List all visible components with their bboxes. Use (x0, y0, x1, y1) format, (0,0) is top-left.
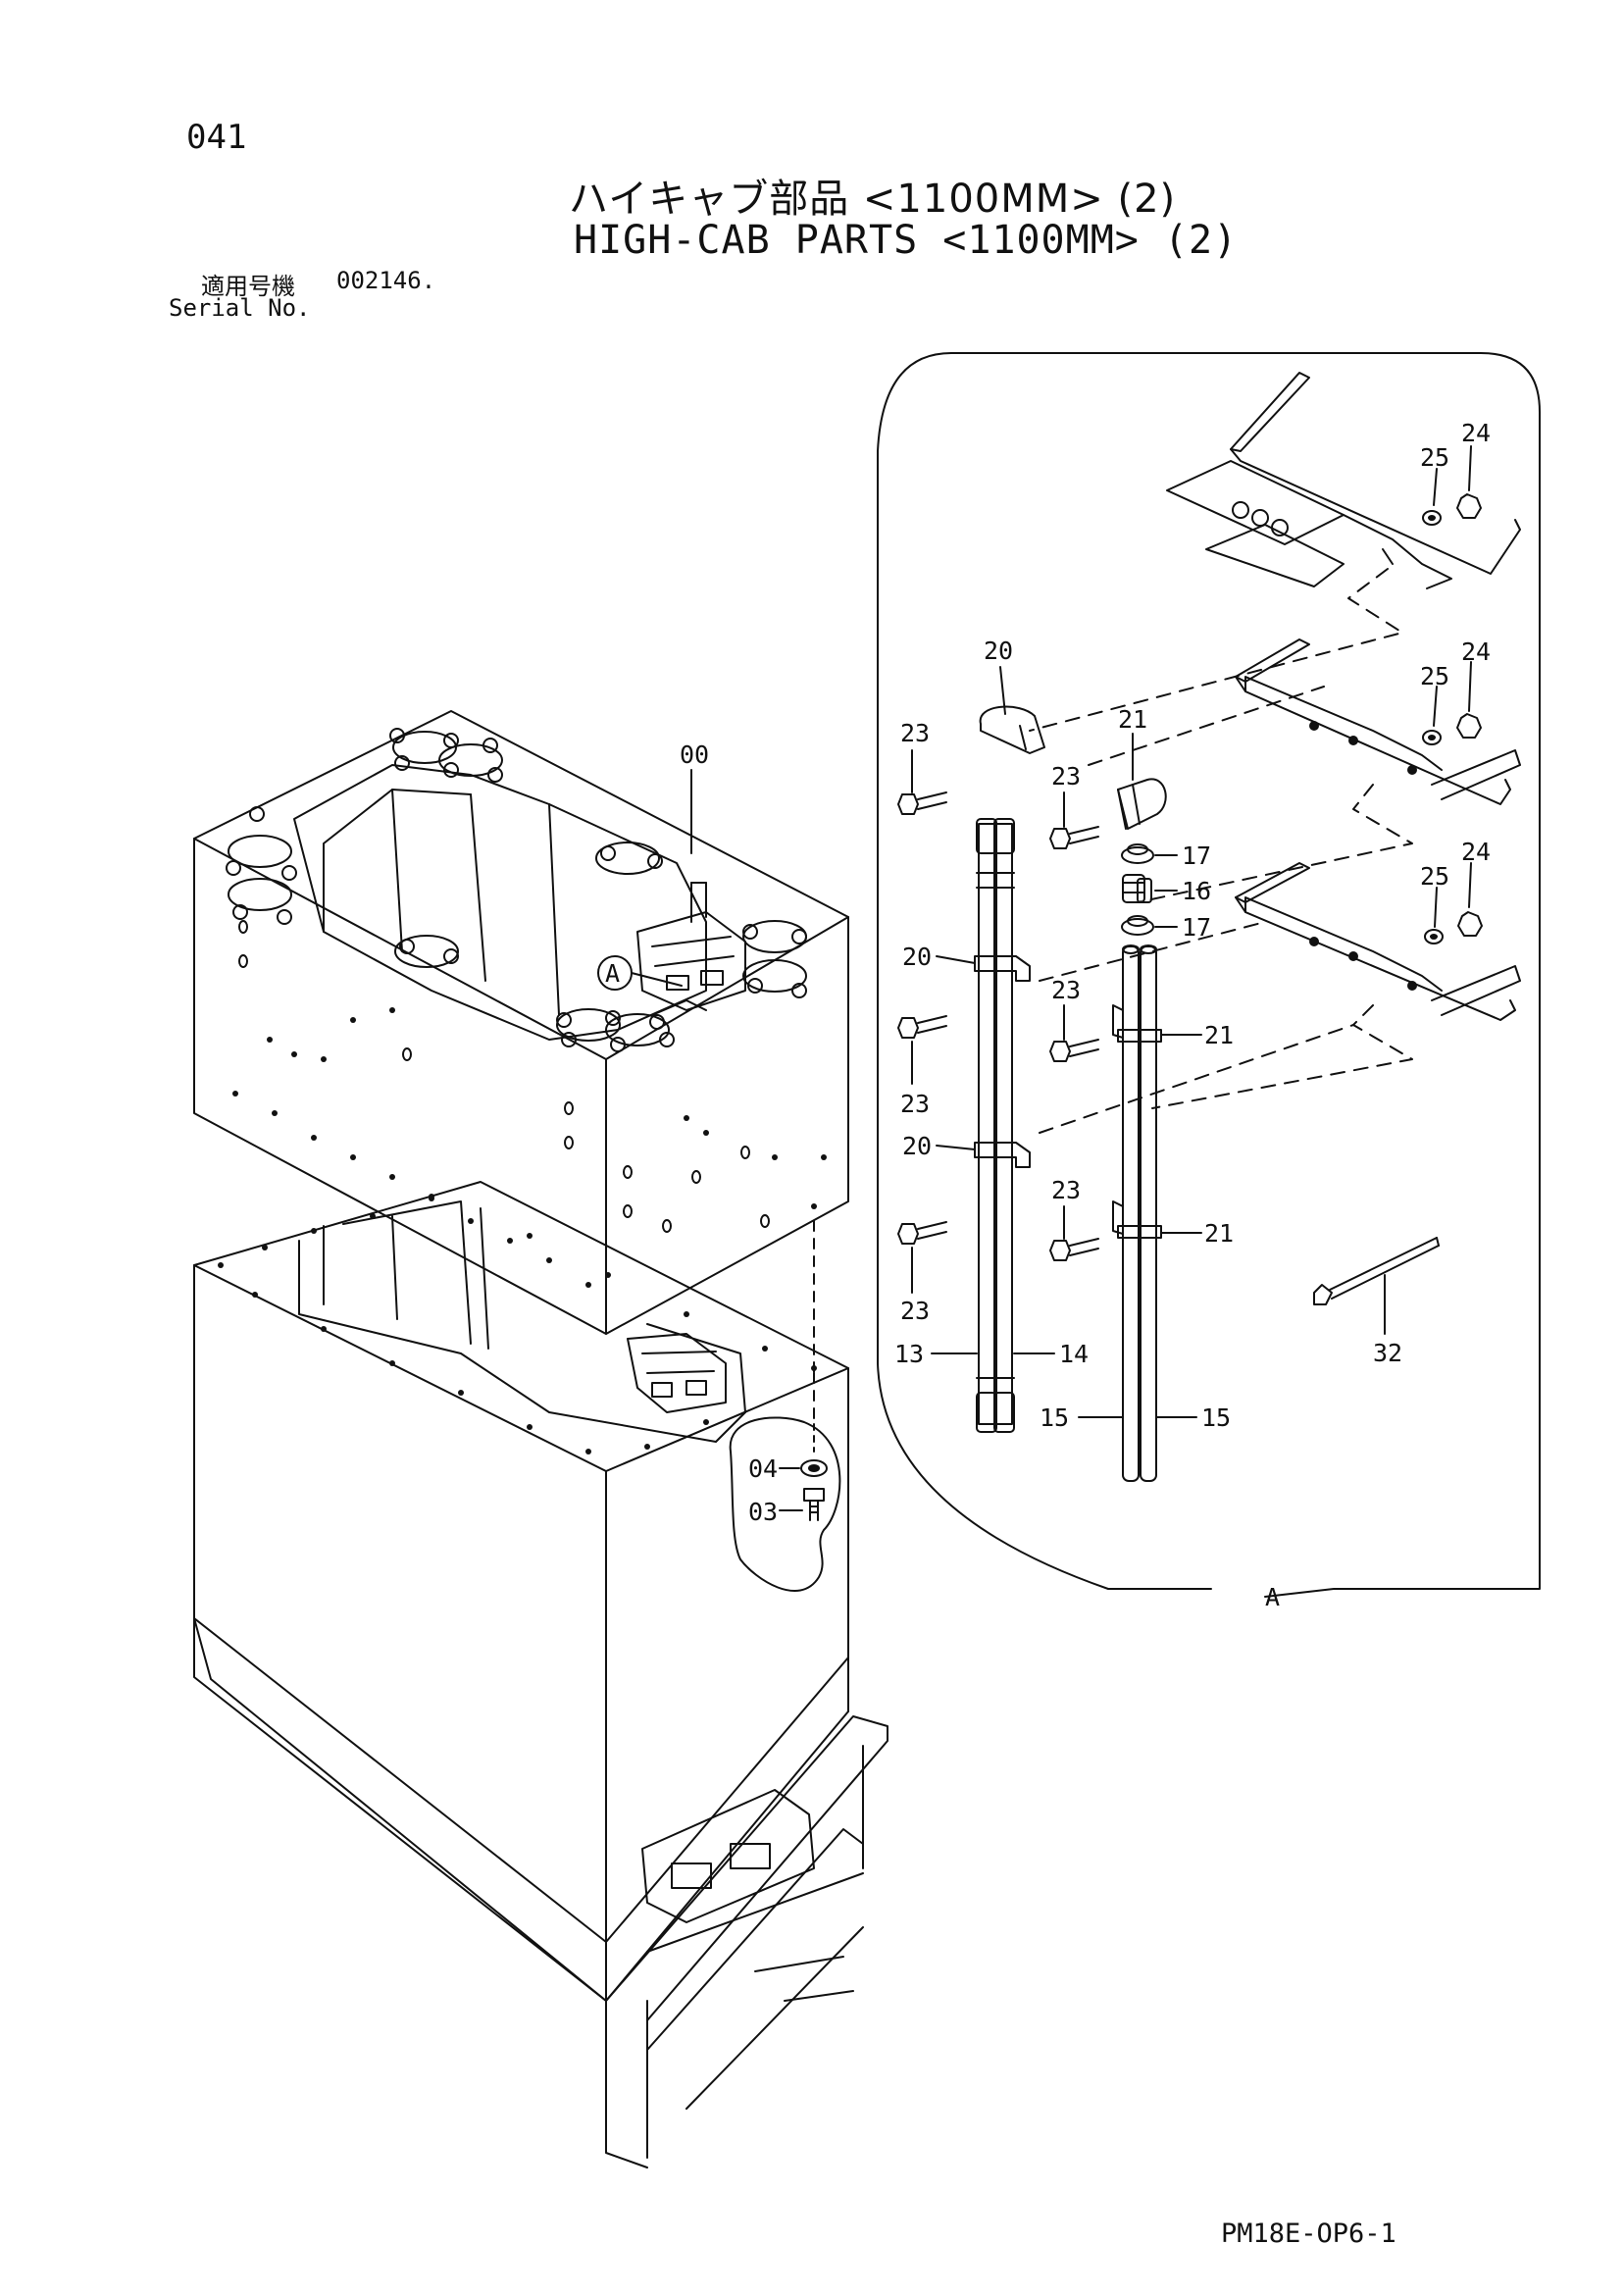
callout-25-top: 25 (1420, 443, 1449, 472)
serial-label-english: Serial No. (169, 294, 311, 322)
cable-tie-32 (1313, 1237, 1440, 1305)
callout-17-b: 17 (1182, 913, 1211, 942)
bolt-03-head (803, 1488, 825, 1502)
callout-03: 03 (748, 1498, 778, 1526)
washer-nut-set (1422, 493, 1483, 944)
callout-23-f: 23 (1051, 1176, 1081, 1204)
bolt-flange-group (228, 731, 807, 1046)
callout-15-left: 15 (1040, 1403, 1069, 1432)
side-holes (238, 920, 770, 1233)
callout-14: 14 (1059, 1340, 1089, 1368)
callout-32: 32 (1373, 1339, 1402, 1367)
bracket-plate-mid (1235, 638, 1521, 805)
title-english: HIGH-CAB PARTS <1100MM> (2) (574, 218, 1239, 263)
detail-a-marker-label: A (605, 959, 620, 988)
callout-24-low: 24 (1461, 838, 1491, 866)
bolt-heads (226, 728, 807, 1052)
washer-04 (800, 1459, 828, 1477)
callout-23-e: 23 (900, 1297, 930, 1325)
callout-21-low: 21 (1204, 1219, 1234, 1248)
hose-pair-15 (1112, 944, 1162, 1482)
document-code: PM18E-OP6-1 (1221, 2219, 1396, 2249)
clip-20-top (979, 705, 1045, 754)
callout-20-mid: 20 (902, 943, 932, 971)
callout-24-mid: 24 (1461, 638, 1491, 666)
callout-25-mid: 25 (1420, 662, 1449, 690)
bracket-plate-low (1235, 862, 1521, 1021)
callout-23-c: 23 (900, 1090, 930, 1118)
callout-15-right: 15 (1201, 1403, 1231, 1432)
high-cab-extension-frame: A (193, 710, 849, 1335)
callout-17-a: 17 (1182, 842, 1211, 870)
bolt-23-set (897, 791, 1099, 1261)
fitting-stack (1121, 843, 1154, 936)
serial-value: 002146. (336, 267, 436, 294)
callout-20-top: 20 (984, 637, 1013, 665)
callout-00: 00 (680, 740, 709, 769)
callout-04: 04 (748, 1454, 778, 1483)
callout-25-low: 25 (1420, 862, 1449, 891)
callout-21-mid: 21 (1204, 1021, 1234, 1049)
detail-a-panel-outline (877, 352, 1541, 1598)
serial-label-japanese: 適用号機 (201, 273, 295, 300)
detail-a-label: A (1265, 1583, 1280, 1611)
callout-21-top: 21 (1118, 705, 1147, 734)
callout-20-low: 20 (902, 1132, 932, 1160)
lower-cab-body (193, 1181, 888, 2168)
callout-13: 13 (894, 1340, 924, 1368)
bracket-plate-top (1166, 372, 1521, 589)
title-japanese: ハイキャブ部品 <1100MM> (2) (569, 177, 1177, 222)
clip-21-top (1117, 778, 1167, 830)
assembly-dash-lines (1029, 568, 1413, 1134)
callout-16: 16 (1182, 877, 1211, 905)
callout-23-a: 23 (900, 719, 930, 747)
callout-23-d: 23 (1051, 976, 1081, 1004)
detail-03-04 (729, 1372, 841, 1592)
hose-pair-13-14 (974, 818, 1031, 1433)
callout-23-b: 23 (1051, 762, 1081, 791)
callout-24-top: 24 (1461, 419, 1491, 447)
page-number: 041 (186, 118, 247, 157)
